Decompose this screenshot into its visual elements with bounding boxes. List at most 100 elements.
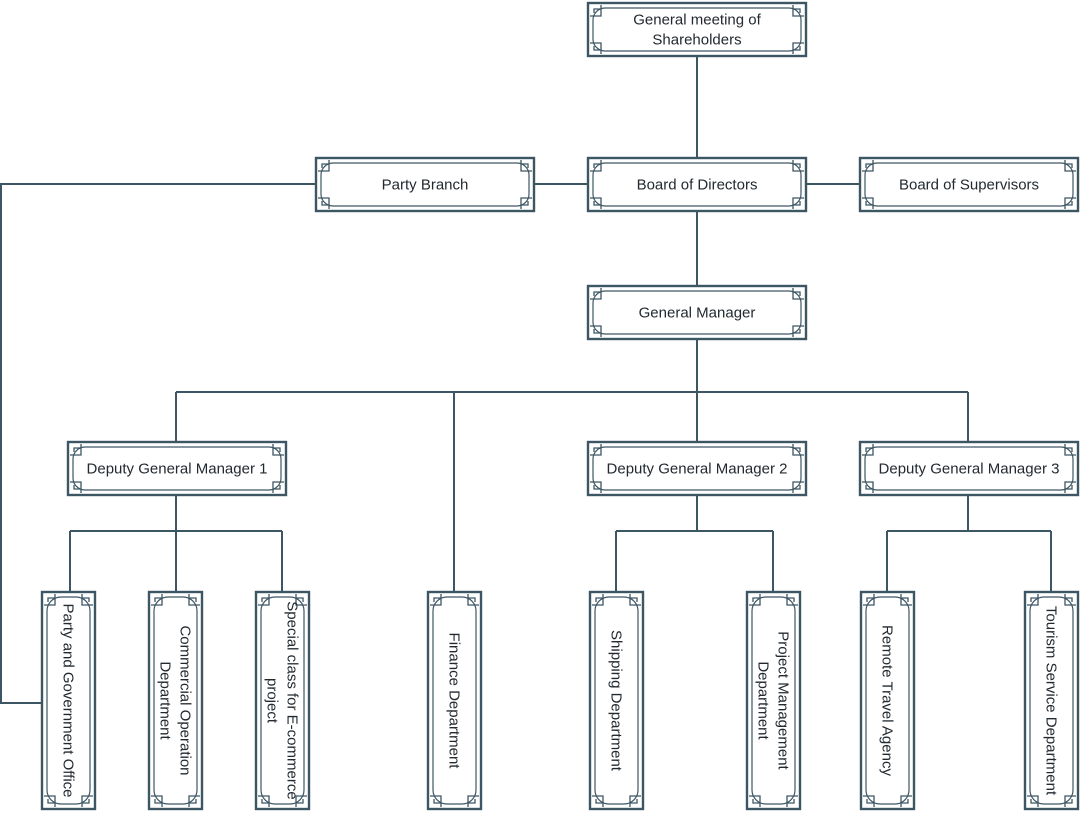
node-inner-panel [320,162,530,207]
node-general-meeting-of-shareholders[interactable]: General meeting of Shareholders [586,1,808,58]
corner-ornament [430,795,442,807]
corner-ornament [792,325,804,337]
node-label: Finance Department [446,633,463,770]
node-party-and-government-office[interactable]: Party and Government Office [40,590,97,811]
corner-ornament [592,795,604,807]
node-label-line: Remote Travel Agency [879,625,896,776]
corner-ornament [258,594,270,606]
corner-ornament [900,795,912,807]
node-inner-panel [594,596,639,805]
node-inner-panel [72,446,282,491]
node-label-line: Party and Government Office [60,604,77,798]
corner-ornament [520,197,532,209]
node-deputy-general-manager-1[interactable]: Deputy General Manager 1 [66,440,288,497]
node-inner-panel [751,596,796,805]
node-inner-panel [592,446,802,491]
node-general-manager[interactable]: General Manager [586,284,808,341]
node-label-line: Commercial Operation [177,625,194,775]
corner-ornament [786,795,798,807]
node-label-line: Department [755,661,772,740]
corner-ornament [590,325,602,337]
connector-party-branch-office [0,183,315,704]
node-project-management-department[interactable]: Project ManagementDepartment [745,590,802,811]
corner-ornament [151,795,163,807]
corner-ornament [792,160,804,172]
node-commercial-operation-department[interactable]: Commercial OperationDepartment [147,590,204,811]
corner-ornament [749,795,761,807]
corner-ornament [592,594,604,606]
node-board-of-supervisors[interactable]: Board of Supervisors [858,156,1080,213]
corner-ornament [70,444,82,456]
node-label: Remote Travel Agency [879,625,896,776]
corner-ornament [272,444,284,456]
corner-ornament [295,594,307,606]
node-label: Commercial OperationDepartment [157,625,194,775]
corner-ornament [590,42,602,54]
node-label-line: Special class for E-commerce [284,601,301,799]
corner-ornament [792,5,804,17]
corner-ornament [590,444,602,456]
node-inner-panel [1029,596,1074,805]
node-shipping-department[interactable]: Shipping Department [588,590,645,811]
corner-ornament [786,594,798,606]
node-inner-panel [260,596,305,805]
corner-ornament [44,594,56,606]
node-party-branch[interactable]: Party Branch [314,156,536,213]
corner-ornament [188,795,200,807]
node-tourism-service-department[interactable]: Tourism Service Department [1023,590,1080,811]
corner-ornament [272,481,284,493]
node-label: Tourism Service Department [1043,606,1060,796]
node-inner-panel [864,446,1074,491]
node-label: General meeting of Shareholders [633,12,761,49]
node-deputy-general-manager-2[interactable]: Deputy General Manager 2 [586,440,808,497]
corner-ornament [900,594,912,606]
corner-ornament [792,288,804,300]
corner-ornament [792,481,804,493]
node-label-line: Deputy General Manager 3 [879,461,1060,478]
corner-ornament [1064,481,1076,493]
corner-ornament [188,594,200,606]
corner-ornament [792,197,804,209]
corner-ornament [70,481,82,493]
corner-ornament [629,594,641,606]
node-label-line: Deputy General Manager 1 [87,461,268,478]
node-label: Board of Supervisors [899,177,1039,194]
node-inner-panel [46,596,91,805]
corner-ornament [318,197,330,209]
node-inner-panel [592,7,802,52]
node-label-line: General meeting of [633,12,761,29]
corner-ornament [81,795,93,807]
node-board-of-directors[interactable]: Board of Directors [586,156,808,213]
node-finance-department[interactable]: Finance Department [426,590,483,811]
node-special-class-ecommerce-project[interactable]: Special class for E-commerceproject [254,590,311,811]
corner-ornament [81,594,93,606]
corner-ornament [1064,160,1076,172]
corner-ornament [862,160,874,172]
node-label-line: Finance Department [446,633,463,770]
node-label-line: Party Branch [382,177,469,194]
corner-ornament [590,481,602,493]
corner-ornament [863,795,875,807]
node-label-line: Tourism Service Department [1043,606,1060,796]
node-label-line: Deputy General Manager 2 [607,461,788,478]
node-inner-panel [865,596,910,805]
node-deputy-general-manager-3[interactable]: Deputy General Manager 3 [858,440,1080,497]
node-inner-panel [864,162,1074,207]
corner-ornament [1064,795,1076,807]
node-label-line: Department [157,661,174,740]
node-remote-travel-agency[interactable]: Remote Travel Agency [859,590,916,811]
node-inner-panel [592,290,802,335]
corner-ornament [258,795,270,807]
node-label: General Manager [639,305,756,322]
corner-ornament [1064,594,1076,606]
corner-ornament [467,594,479,606]
node-label: Deputy General Manager 1 [87,461,268,478]
corner-ornament [590,5,602,17]
corner-ornament [318,160,330,172]
node-label: Shipping Department [608,630,625,772]
node-label-line: Shareholders [652,32,741,49]
node-label: Party and Government Office [60,604,77,798]
node-label-line: Shipping Department [608,630,625,772]
corner-ornament [151,594,163,606]
